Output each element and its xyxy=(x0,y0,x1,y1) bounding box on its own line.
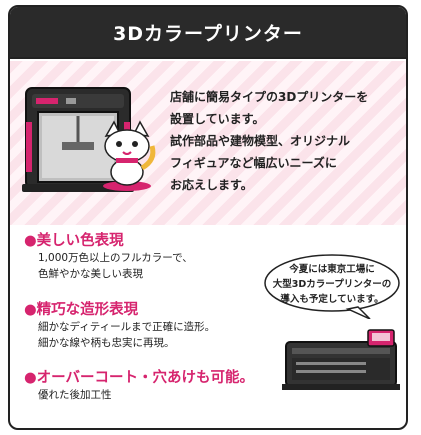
feature-desc-line: 優れた後加工性 xyxy=(38,389,112,401)
feature-desc-line: 色鮮やかな美しい表現 xyxy=(38,268,143,280)
bubble-text: 今夏には東京工場に 大型3Dカラープリンターの 導入も予定しています。 xyxy=(262,262,402,307)
intro-line: 店舗に簡易タイプの3Dプリンターを xyxy=(170,90,369,104)
cat-mascot-icon xyxy=(103,120,156,191)
feature-desc-line: 1,000万色以上のフルカラーで、 xyxy=(38,252,193,264)
feature-title: ●精巧な造形表現 xyxy=(24,302,139,318)
page-title: 3Dカラープリンター xyxy=(113,22,303,45)
bubble-line: 大型3Dカラープリンターの xyxy=(272,279,392,290)
bubble-line: 今夏には東京工場に xyxy=(289,264,375,275)
speech-bubble xyxy=(264,254,400,319)
intro-line: 設置しています。 xyxy=(170,112,265,126)
feature-color: ●美しい色表現 1,000万色以上のフルカラーで、 色鮮やかな美しい表現 xyxy=(24,229,284,282)
feature-desc-line: 細かなディティールまで正確に造形。 xyxy=(38,321,216,333)
feature-precision: ●精巧な造形表現 細かなディティールまで正確に造形。 細かな線や柄も忠実に再現。 xyxy=(24,298,284,351)
intro-text: 店舗に簡易タイプの3Dプリンターを 設置しています。 試作部品や建物模型、オリジ… xyxy=(170,86,390,196)
feature-title: ●オーバーコート・穴あけも可能。 xyxy=(24,370,255,386)
intro-line: 試作部品や建物模型、オリジナル xyxy=(170,134,351,148)
feature-title: ●美しい色表現 xyxy=(24,233,124,249)
large-printer-icon xyxy=(282,329,400,390)
feature-postprocess: ●オーバーコート・穴あけも可能。 優れた後加工性 xyxy=(24,366,284,403)
intro-line: フィギュアなど幅広いニーズに xyxy=(170,156,337,170)
intro-line: お応えします。 xyxy=(170,178,253,192)
feature-desc-line: 細かな線や柄も忠実に再現。 xyxy=(38,337,175,349)
bubble-line: 導入も予定しています。 xyxy=(280,294,384,305)
header-bar: 3Dカラープリンター xyxy=(10,7,406,59)
